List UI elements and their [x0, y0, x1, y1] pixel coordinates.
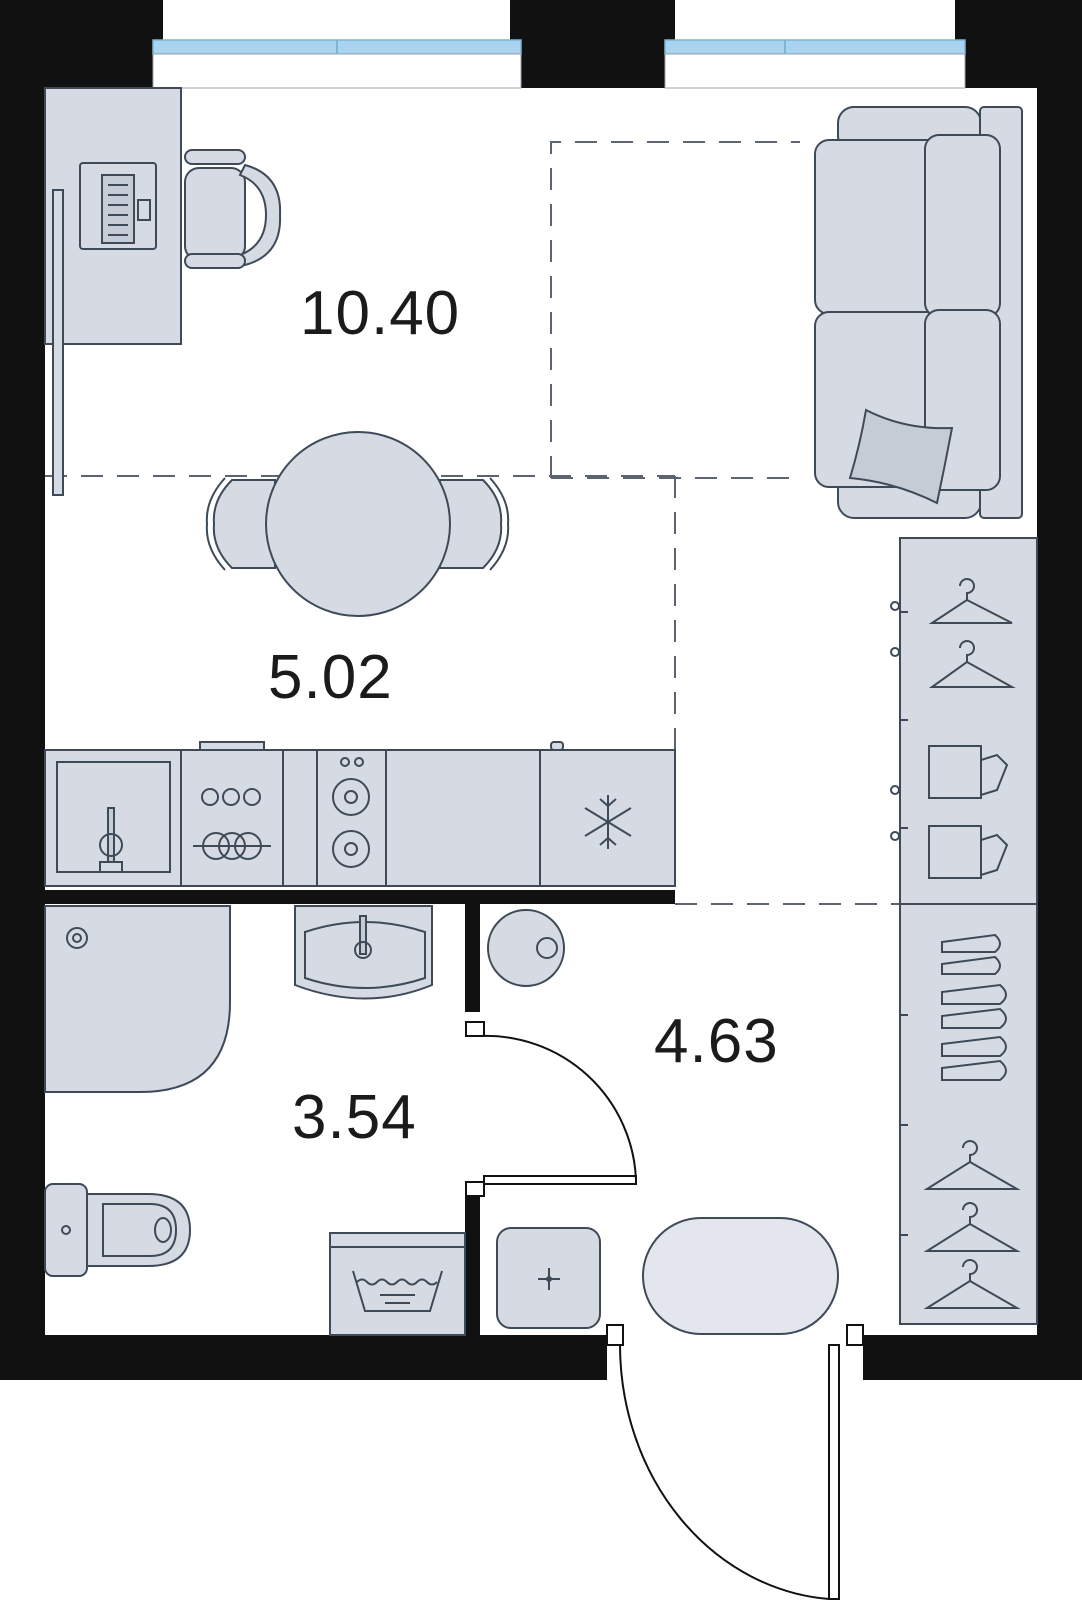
area-label-kitchen: 5.02: [268, 643, 393, 712]
laptop-icon: [79, 162, 157, 250]
dining-chair-left: [205, 477, 276, 571]
dining-chair-right: [439, 477, 510, 571]
robot-vacuum: [487, 909, 565, 987]
area-label-living-room: 10.40: [300, 279, 460, 348]
shoe-icon: [941, 933, 1007, 1081]
door-mat: [642, 1217, 839, 1335]
pouf: [496, 1227, 601, 1329]
hanger-icon-lower: [923, 1140, 1021, 1309]
snowflake-icon: [584, 795, 632, 849]
window-left: [152, 39, 522, 89]
entrance-door: [606, 1324, 864, 1600]
shower-tray: [44, 905, 231, 1093]
drain-icon: [538, 1268, 560, 1290]
shirt-icon: [928, 745, 1009, 879]
laundry-icon: [352, 1270, 443, 1312]
office-chair: [184, 149, 282, 269]
window-right: [664, 39, 966, 89]
pillow: [848, 408, 954, 505]
hanger-icon: [928, 578, 1016, 688]
wardrobe: [890, 537, 1038, 1325]
walls: [0, 0, 1082, 1380]
area-label-hallway: 4.63: [654, 1007, 779, 1076]
washbasin: [294, 905, 433, 1000]
washing-machine: [329, 1232, 466, 1336]
sofa: [814, 106, 1023, 519]
work-desk: [44, 87, 182, 496]
bathroom-door: [465, 1021, 637, 1197]
kitchen-counter: [44, 741, 676, 887]
toilet: [44, 1183, 192, 1277]
dining-table: [265, 431, 451, 617]
area-label-bathroom: 3.54: [292, 1083, 417, 1152]
